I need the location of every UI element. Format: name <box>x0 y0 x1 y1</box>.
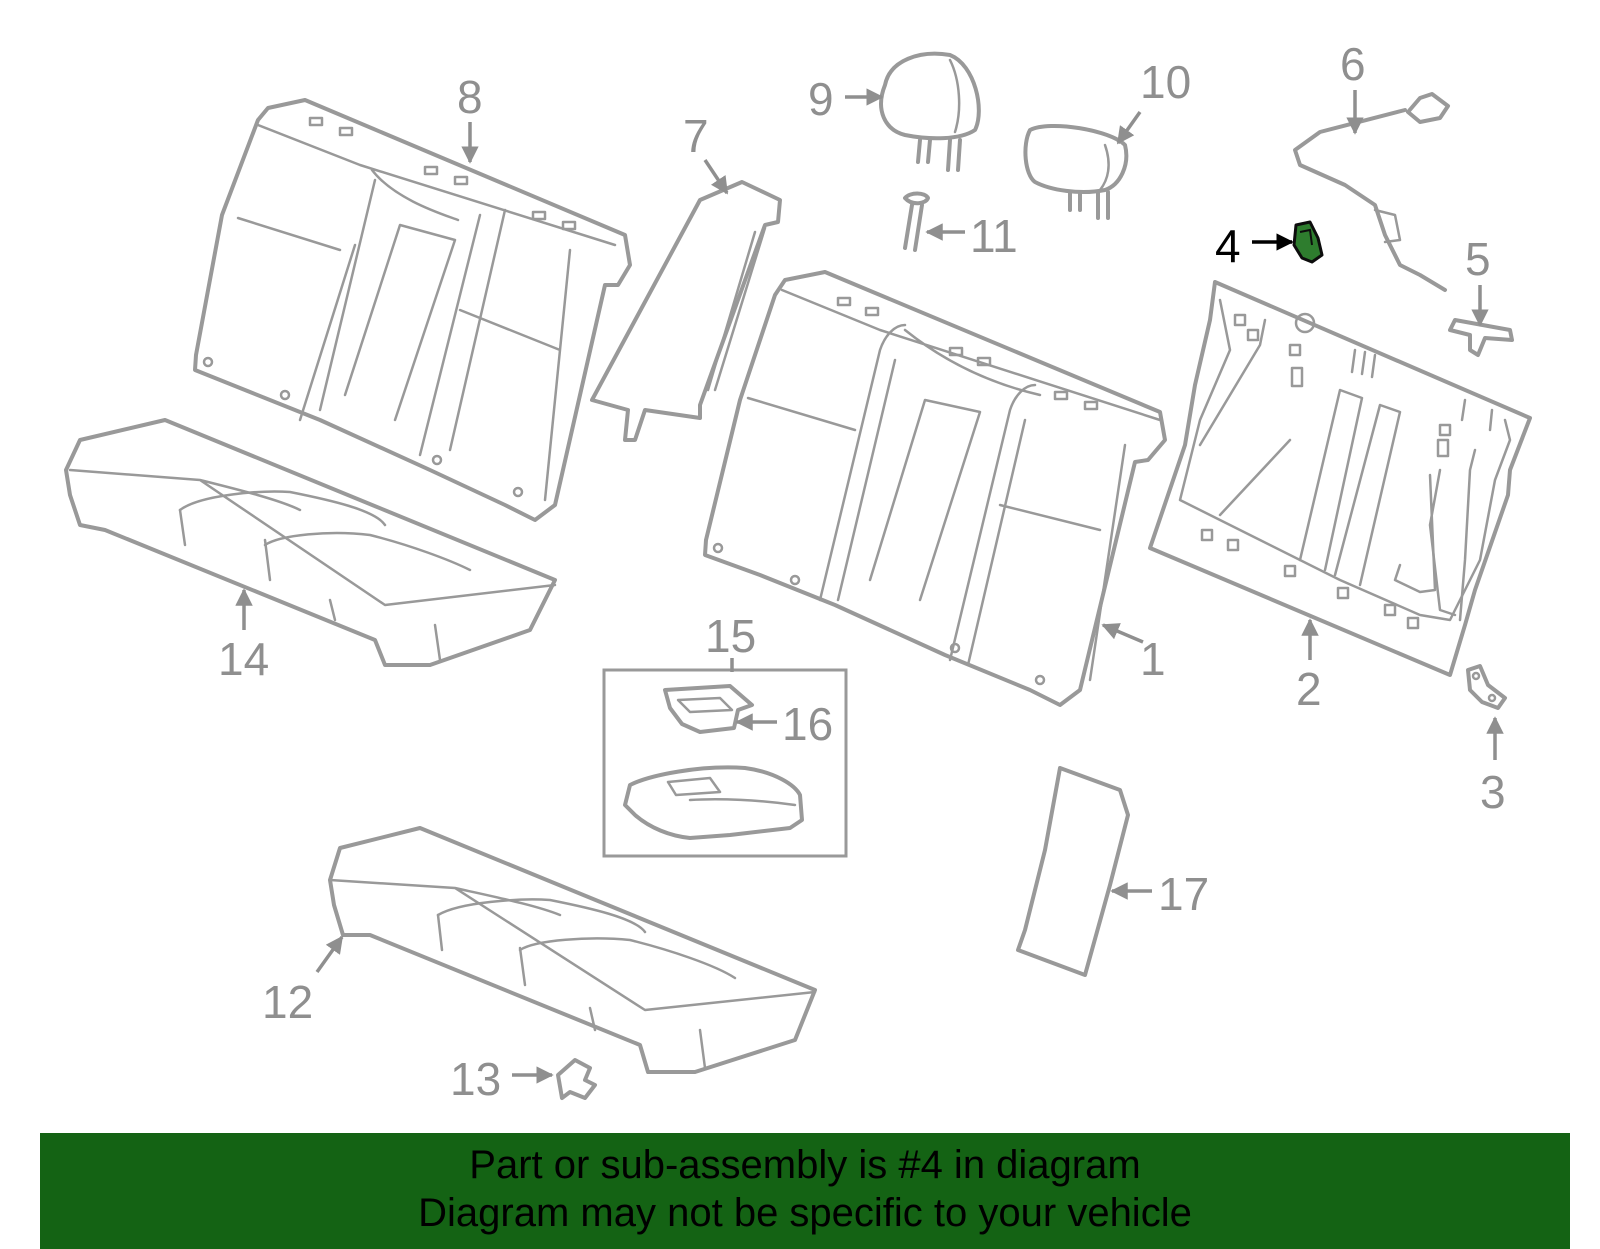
bracket-5-part <box>1448 318 1514 357</box>
callout-10: 10 <box>1140 56 1191 108</box>
callout-8: 8 <box>457 71 483 123</box>
banner-line-part-number: Part or sub-assembly is #4 in diagram <box>469 1143 1141 1187</box>
seat-cushion-left-part <box>64 418 557 667</box>
clip-13-part <box>556 1058 597 1100</box>
callout-arrows <box>235 88 1504 1084</box>
side-bolster-part <box>590 180 782 442</box>
callout-16: 16 <box>782 698 833 750</box>
bracket-3-part <box>1466 664 1507 710</box>
headrest-10-part <box>1023 123 1129 220</box>
callout-4: 4 <box>1215 220 1241 272</box>
callout-1: 1 <box>1140 633 1166 685</box>
headrest-9-part <box>879 51 981 172</box>
callout-3: 3 <box>1480 766 1506 818</box>
callout-13: 13 <box>450 1053 501 1105</box>
armrest-assembly-part <box>602 668 848 858</box>
callout-17: 17 <box>1158 868 1209 920</box>
pin-part <box>903 191 930 252</box>
seat-back-center-part <box>703 270 1167 707</box>
callout-5: 5 <box>1465 233 1491 285</box>
callout-11: 11 <box>970 210 1018 262</box>
callout-6: 6 <box>1340 38 1366 90</box>
cable-part <box>1293 92 1450 292</box>
seat-cushion-center-part <box>328 826 817 1074</box>
parts-diagram: 8 7 9 10 11 6 4 5 1 2 3 14 15 16 17 12 1… <box>64 38 1532 1105</box>
seat-back-frame-part <box>1148 280 1532 677</box>
callout-7: 7 <box>683 110 709 162</box>
callout-9: 9 <box>808 73 834 125</box>
callout-12: 12 <box>262 976 313 1028</box>
callout-15: 15 <box>705 610 756 662</box>
banner-line-disclaimer: Diagram may not be specific to your vehi… <box>418 1191 1192 1235</box>
callout-14: 14 <box>218 633 269 685</box>
seat-back-left-part <box>193 98 632 522</box>
highlighted-clip-part <box>1292 220 1324 264</box>
callout-2: 2 <box>1296 663 1322 715</box>
trim-panel-part <box>1016 766 1130 977</box>
info-banner: Part or sub-assembly is #4 in diagram Di… <box>40 1133 1570 1249</box>
